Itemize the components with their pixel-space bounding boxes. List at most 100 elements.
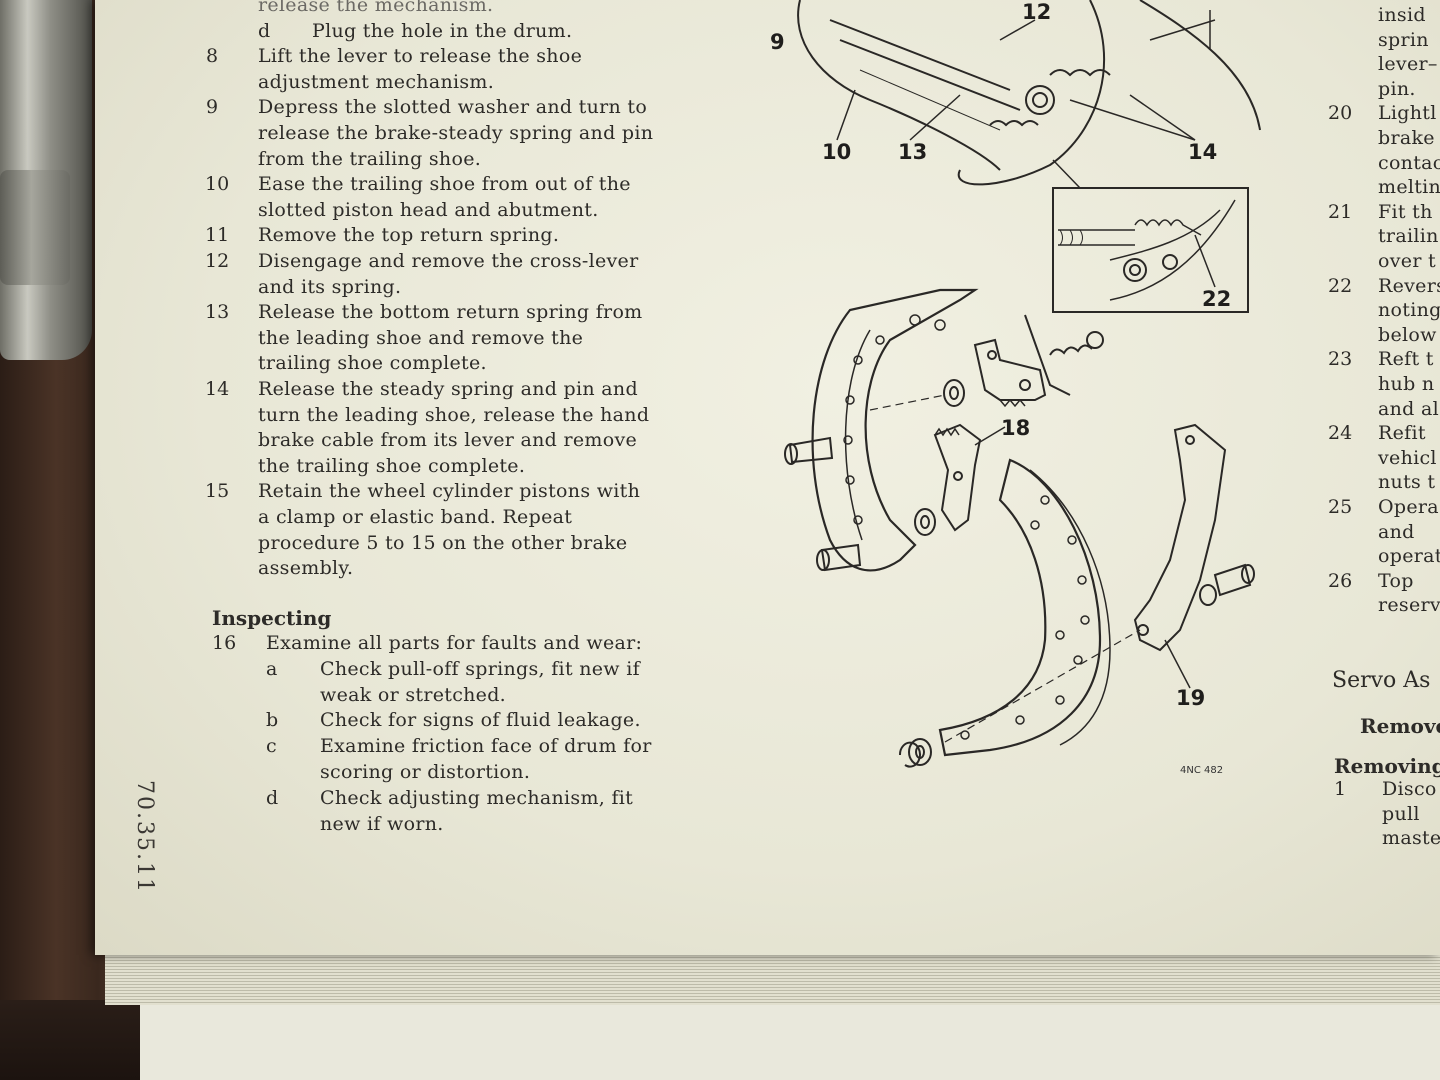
text-line: sprin <box>1378 28 1429 51</box>
trailing-shoe <box>938 458 1102 757</box>
step-number: 13 <box>205 301 230 324</box>
text-line: below <box>1378 323 1437 346</box>
text-line: and <box>1378 520 1415 543</box>
text-line: Lift the lever to release the shoe <box>258 45 583 68</box>
manual-page <box>95 0 1440 955</box>
text-line: Lightl <box>1378 102 1437 125</box>
step-number: 22 <box>1328 274 1353 297</box>
text-line: the trailing shoe complete. <box>258 454 526 477</box>
text-line: nuts t <box>1378 471 1436 494</box>
step-number: c <box>266 735 277 758</box>
callout-22: 22 <box>1202 287 1232 311</box>
text-line: and its spring. <box>258 275 402 298</box>
page-edges <box>105 955 1440 1005</box>
text-line: scoring or distortion. <box>320 761 531 783</box>
text-line: slotted piston head and abutment. <box>258 198 599 221</box>
step-number: 26 <box>1328 569 1353 592</box>
text-line: Disco <box>1382 778 1437 800</box>
text-line: brake <box>1378 127 1435 149</box>
text-line: meltin <box>1378 176 1440 199</box>
text-line: turn the leading shoe, release the hand <box>258 403 650 426</box>
text-line: Plug the hole in the drum. <box>312 19 573 42</box>
step-number: b <box>266 709 279 732</box>
step-number: 12 <box>205 250 230 272</box>
text-line: Check pull-off springs, fit new if <box>320 657 640 680</box>
text-line: over t <box>1378 250 1436 272</box>
text-line: Depress the slotted washer and turn to <box>258 96 648 119</box>
parking-lever <box>1133 423 1227 652</box>
text-line: lever– <box>1378 53 1438 76</box>
text-line: Reft t <box>1378 348 1434 371</box>
text-line: Revers <box>1378 274 1440 297</box>
text-line: from the trailing shoe. <box>258 147 482 170</box>
text-line: trailing shoe complete. <box>258 352 487 375</box>
text-line: Disengage and remove the cross-lever <box>258 250 639 272</box>
step-number: d <box>258 19 271 42</box>
step-number: 23 <box>1328 348 1353 371</box>
callout-19: 19 <box>1176 686 1206 710</box>
step-number: 16 <box>212 632 237 654</box>
step-number: 20 <box>1328 102 1353 125</box>
text-line: weak or stretched. <box>320 683 507 706</box>
step-number: 10 <box>205 173 230 196</box>
text-line: Release the bottom return spring from <box>258 301 643 324</box>
text-line: a clamp or elastic band. Repeat <box>258 506 573 528</box>
step-number: 15 <box>205 480 230 503</box>
text-line: operat <box>1378 545 1440 568</box>
text-line: Examine friction face of drum for <box>320 735 652 758</box>
text-line: the leading shoe and remove the <box>258 326 584 349</box>
text-line: Release the steady spring and pin and <box>258 378 638 400</box>
text-line: trailin <box>1378 225 1439 248</box>
callout-13: 13 <box>898 140 928 164</box>
metal-tool-base <box>0 170 70 285</box>
text-line: pin. <box>1378 77 1416 100</box>
step-number: a <box>266 657 278 680</box>
text-line: release the brake-steady spring and pin <box>258 122 654 144</box>
figure-reference: 4NC 482 <box>1180 765 1224 776</box>
text-line: Retain the wheel cylinder pistons with <box>258 480 641 503</box>
step-number: d <box>266 786 279 809</box>
adjuster-lever <box>973 338 1047 401</box>
text-line: Check adjusting mechanism, fit <box>320 786 634 809</box>
text-line: brake cable from its lever and remove <box>258 429 638 452</box>
text-line: vehicl <box>1378 446 1437 469</box>
text-line: adjustment mechanism. <box>258 70 495 93</box>
top-assembly-outline <box>797 0 1001 171</box>
text-line: new if worn. <box>320 812 444 835</box>
step-number: 24 <box>1328 422 1353 445</box>
text-line: pull <box>1382 802 1420 825</box>
step-number: 11 <box>205 224 230 247</box>
removing-heading: Removing <box>1334 754 1440 778</box>
step-number: 1 <box>1334 778 1347 800</box>
step-number: 8 <box>206 45 219 68</box>
callout-14: 14 <box>1188 140 1218 164</box>
text-line: maste <box>1382 827 1440 849</box>
callout-18: 18 <box>1001 416 1031 440</box>
text-line: hub n <box>1378 373 1435 395</box>
text-line: Opera <box>1378 496 1439 518</box>
text-line: assembly. <box>258 557 354 580</box>
under-page <box>140 995 1440 1080</box>
step-number: 9 <box>206 96 219 119</box>
text-line: Ease the trailing shoe from out of the <box>258 173 631 196</box>
callout-9: 9 <box>770 30 785 54</box>
callout-12: 12 <box>1022 0 1052 24</box>
servo-heading: Servo As <box>1332 668 1431 693</box>
text-line: contac <box>1378 151 1440 174</box>
text-line: Refit <box>1378 422 1426 445</box>
text-line: Remove the top return spring. <box>258 224 560 247</box>
text-line: reserv <box>1378 594 1440 617</box>
step-number: 25 <box>1328 496 1353 518</box>
step-number: 21 <box>1328 200 1353 223</box>
step-number: 14 <box>205 378 230 400</box>
text-line: and al <box>1378 397 1439 420</box>
leading-shoe <box>811 288 979 572</box>
callout-10: 10 <box>822 140 852 164</box>
text-line: Examine all parts for faults and wear: <box>266 632 643 654</box>
text-line: noting <box>1378 299 1440 322</box>
text-line: procedure 5 to 15 on the other brake <box>258 531 628 554</box>
text-line: Check for signs of fluid leakage. <box>320 709 641 732</box>
text-line: Fit th <box>1378 200 1433 223</box>
remove-heading: Remove <box>1360 714 1440 738</box>
